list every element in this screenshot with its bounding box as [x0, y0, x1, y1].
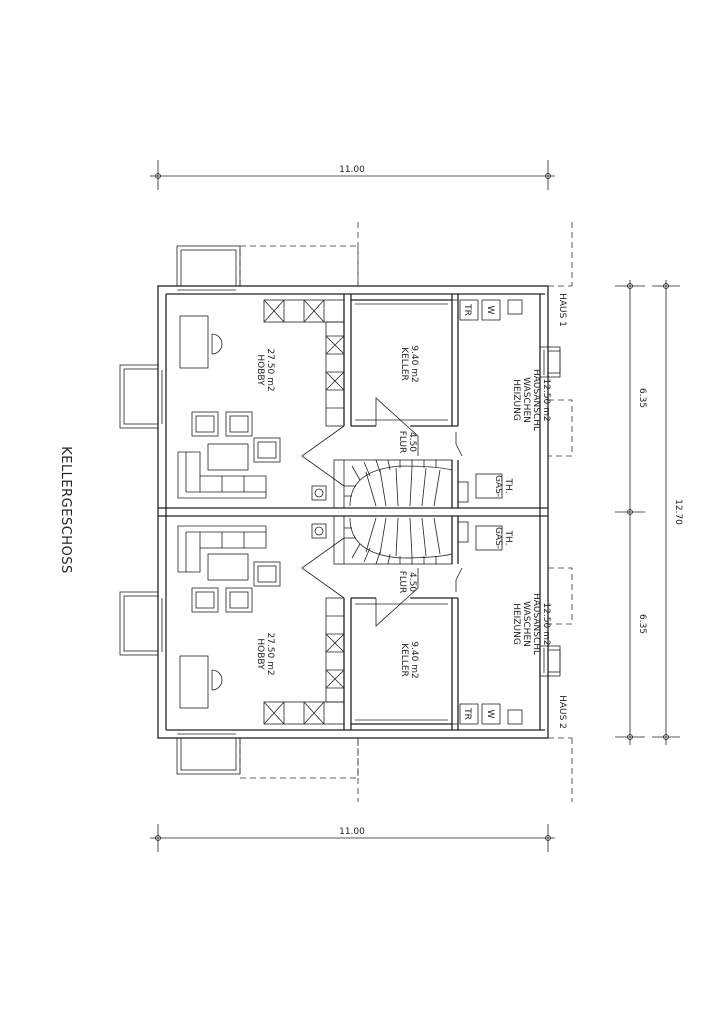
exterior-walls — [157, 285, 549, 739]
dimension-label-width-top: 11.00 — [339, 165, 365, 175]
haus1-heizung-area: 12.50 m2 — [541, 378, 551, 421]
dimension-label-width-bottom: 11.00 — [339, 827, 365, 837]
haus1-labels: HAUS 1 HOBBY 27.50 m2 KELLER 9.40 m2 HEI… — [255, 293, 567, 497]
dimension-width-top: 11.00 — [150, 160, 555, 190]
haus2-heizung-area: 12.50 m2 — [541, 602, 551, 645]
dimension-label-total-depth: 12.70 — [673, 499, 683, 525]
haus2-gas-line1: GAS- — [493, 527, 503, 549]
dimension-width-bottom: 11.00 — [150, 824, 555, 852]
haus1-w-label: W — [485, 306, 495, 315]
haus2-interior — [177, 515, 523, 731]
dimension-depth: 6.35 6.35 12.70 — [615, 280, 683, 745]
dimension-label-haus2-depth: 6.35 — [637, 614, 647, 634]
haus2-label: HAUS 2 — [557, 695, 567, 729]
haus2-hobby-area: 27.50 m2 — [265, 632, 275, 675]
haus1-gas-line1: GAS- — [493, 475, 503, 497]
haus2-heizung-line1: HEIZUNG — [511, 603, 521, 645]
dimension-label-haus1-depth: 6.35 — [637, 388, 647, 408]
haus1-keller-area: 9.40 m2 — [409, 345, 419, 382]
haus2-heizung-line2: WASCHEN — [521, 601, 531, 647]
light-wells — [119, 245, 561, 775]
haus2-keller-area: 9.40 m2 — [409, 641, 419, 678]
haus1-heizung-line1: HEIZUNG — [511, 379, 521, 421]
haus2-heizung-line3: HAUSANSCHL — [531, 593, 541, 655]
haus1-interior — [177, 293, 523, 509]
haus2-w-label: W — [485, 710, 495, 719]
haus2-tr-label: TR — [462, 707, 472, 720]
haus2-flur-area: 4.50 — [407, 572, 417, 592]
haus1-keller-name: KELLER — [399, 347, 409, 381]
haus2-keller-name: KELLER — [399, 643, 409, 677]
haus1-gas-line2: TH. — [503, 478, 513, 494]
haus2-flur-name: FLUR — [397, 571, 407, 594]
haus1-flur-name: FLUR — [397, 431, 407, 454]
haus1-label: HAUS 1 — [557, 293, 567, 327]
haus2-hobby-name: HOBBY — [255, 638, 265, 670]
haus1-tr-label: TR — [462, 303, 472, 316]
haus1-flur-area: 4.50 — [407, 432, 417, 452]
haus1-heizung-line2: WASCHEN — [521, 377, 531, 423]
drawing-title: KELLERGESCHOSS — [58, 446, 73, 574]
haus2-labels: HAUS 2 HOBBY 27.50 m2 KELLER 9.40 m2 HEI… — [255, 527, 567, 729]
haus1-heizung-line3: HAUSANSCHL — [531, 369, 541, 431]
haus1-hobby-name: HOBBY — [255, 354, 265, 386]
haus1-hobby-area: 27.50 m2 — [265, 348, 275, 391]
haus2-gas-line2: TH. — [503, 530, 513, 546]
